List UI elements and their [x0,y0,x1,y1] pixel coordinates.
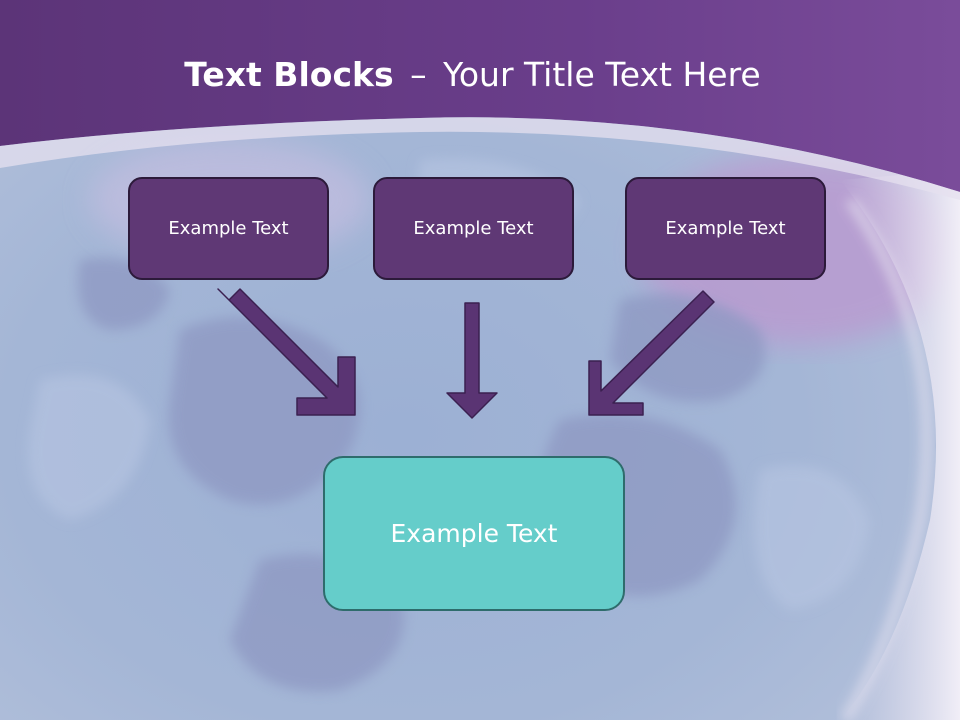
title-rest: Your Title Text Here [443,55,761,94]
title-separator: – [410,55,427,94]
text-block-right-label: Example Text [665,218,786,239]
text-block-center[interactable]: Example Text [373,177,574,280]
text-block-left-label: Example Text [168,218,289,239]
text-block-center-label: Example Text [413,218,534,239]
text-block-left[interactable]: Example Text [128,177,329,280]
text-block-bottom[interactable]: Example Text [323,456,625,611]
slide-title: Text Blocks – Your Title Text Here [0,52,945,98]
text-block-right[interactable]: Example Text [625,177,826,280]
title-bold: Text Blocks [184,55,394,94]
text-block-bottom-label: Example Text [390,519,558,548]
